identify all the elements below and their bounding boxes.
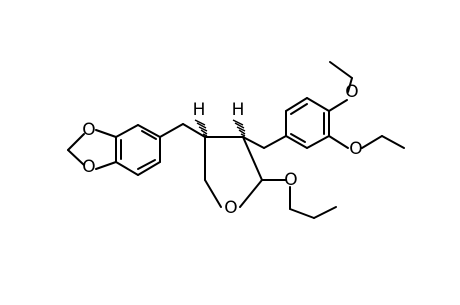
tetrahydrofuran-ring [204, 136, 263, 208]
atom-label-o-methoxy-upper: O [345, 82, 358, 102]
stereo-hash-bond-c3 [232, 119, 246, 137]
dimethoxyphenyl-ring [285, 97, 330, 149]
atom-label-o-dioxole-top: O [82, 120, 95, 140]
atom-label-o-ethoxy: O [284, 170, 297, 190]
atom-label-o-dioxole-bottom: O [82, 157, 95, 177]
benzodioxole-benzene-ring [115, 124, 161, 176]
atom-label-h-c4: H [193, 100, 206, 120]
methylenedioxy-bridge [67, 129, 117, 170]
atom-label-o-methoxy-lower: O [349, 139, 362, 159]
atom-label-o-ring: O [224, 198, 237, 218]
methoxy-lower [328, 135, 405, 149]
benzylic-linker-right [242, 135, 287, 149]
atom-label-h-c3: H [232, 100, 245, 120]
stereo-hash-bond-c4 [194, 119, 208, 137]
ethoxy-group [261, 179, 337, 219]
methoxy-upper [328, 61, 353, 112]
benzylic-linker-left [159, 123, 206, 138]
